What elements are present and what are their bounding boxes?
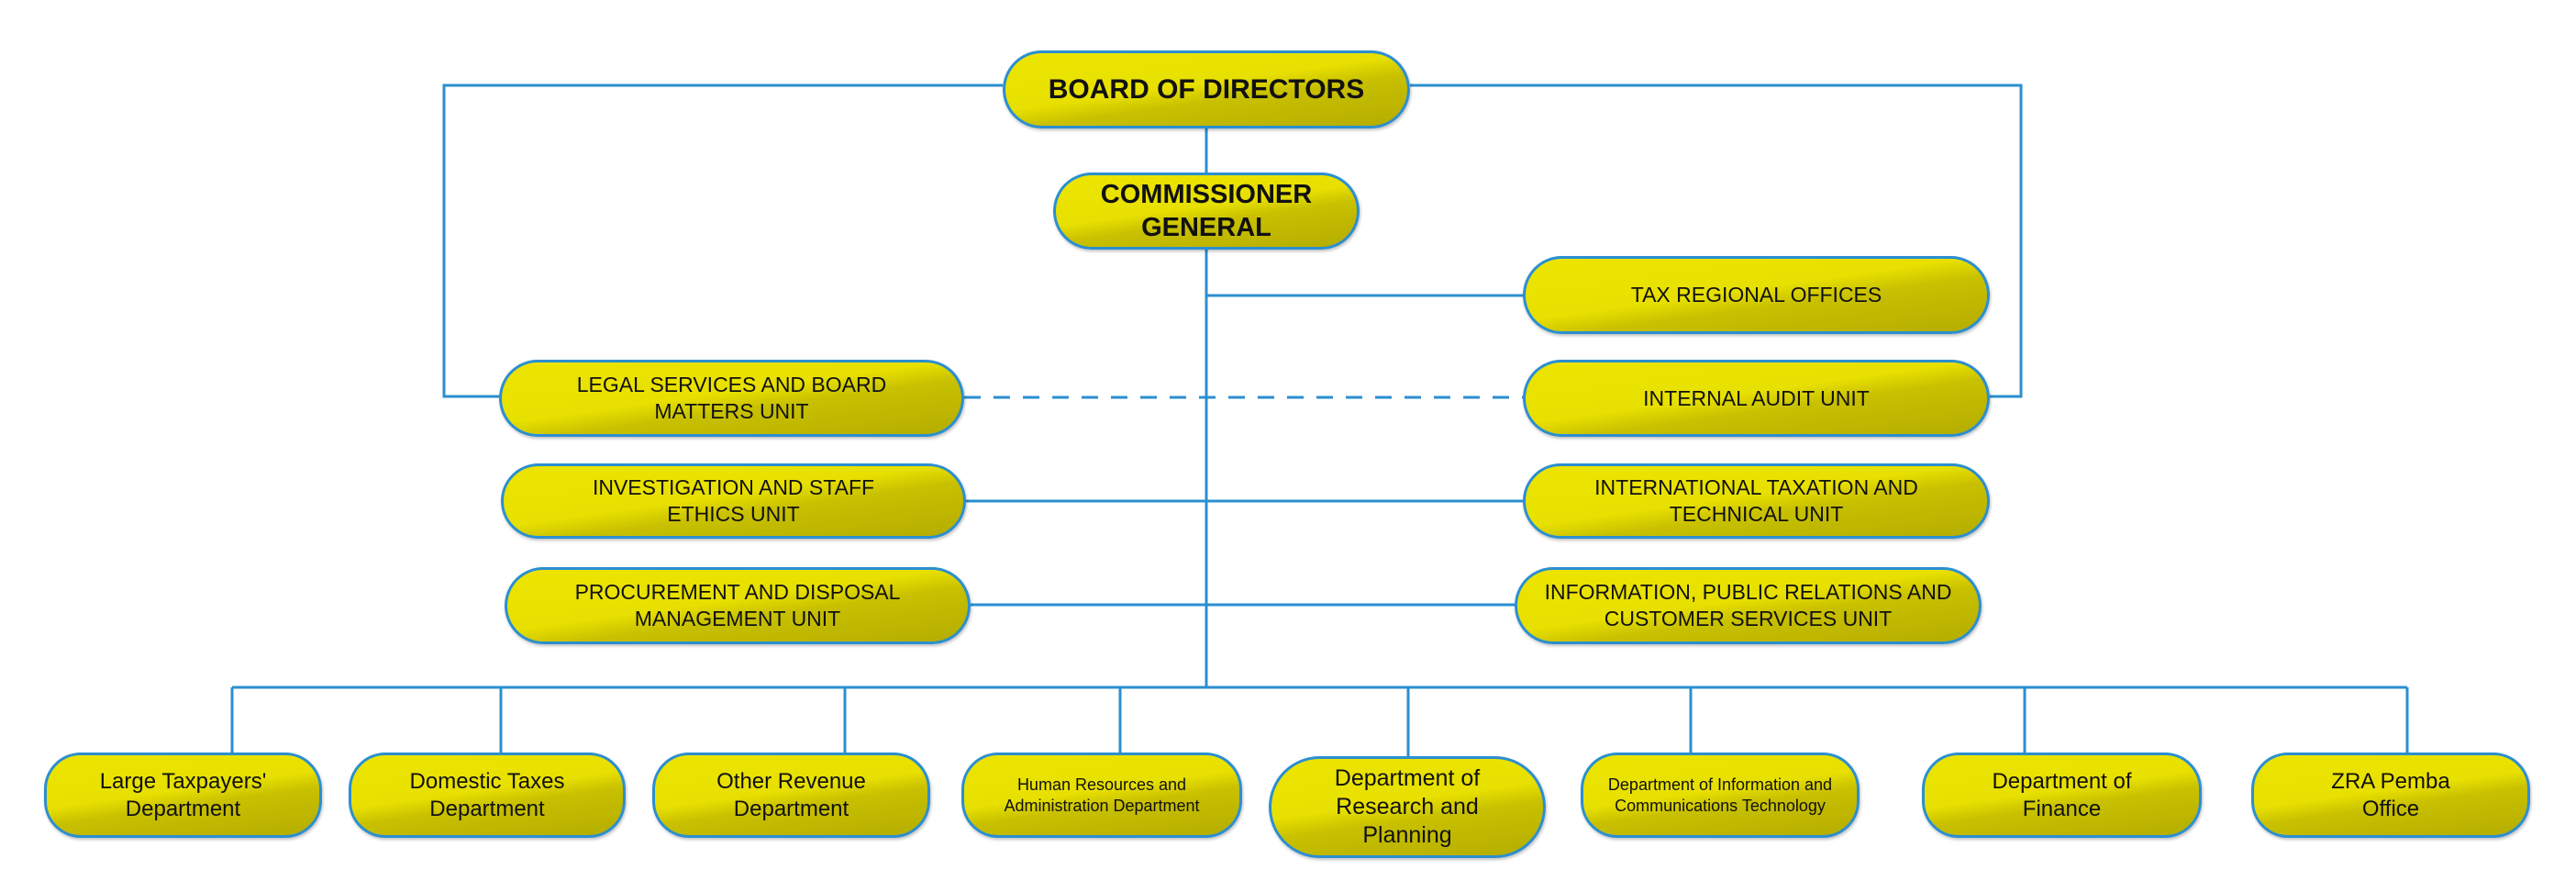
international-taxation-box: INTERNATIONAL TAXATION AND TECHNICAL UNI… (1523, 463, 1990, 539)
connector-board-audit (1410, 84, 2023, 398)
zra-pemba-office: ZRA Pemba Office (2251, 753, 2530, 838)
dept-large-taxpayers: Large Taxpayers' Department (44, 753, 322, 838)
information-pr-box: INFORMATION, PUBLIC RELATIONS AND CUSTOM… (1515, 567, 1982, 644)
dept-finance: Department of Finance (1922, 753, 2202, 838)
dept-domestic-taxes: Domestic Taxes Department (349, 753, 626, 838)
investigation-ethics-box: INVESTIGATION AND STAFF ETHICS UNIT (501, 463, 966, 539)
dept-ict: Department of Information and Communicat… (1581, 753, 1860, 838)
dept-other-revenue: Other Revenue Department (652, 753, 930, 838)
dept-research-planning: Department of Research and Planning (1269, 756, 1546, 858)
procurement-box: PROCUREMENT AND DISPOSAL MANAGEMENT UNIT (505, 567, 971, 644)
internal-audit-box: INTERNAL AUDIT UNIT (1523, 360, 1990, 437)
board-of-directors-box: BOARD OF DIRECTORS (1003, 50, 1410, 128)
commissioner-general-box: COMMISSIONER GENERAL (1053, 173, 1360, 250)
tax-regional-offices-box: TAX REGIONAL OFFICES (1523, 256, 1990, 334)
legal-services-box: LEGAL SERVICES AND BOARD MATTERS UNIT (499, 360, 964, 437)
dept-human-resources: Human Resources and Administration Depar… (961, 753, 1242, 838)
connector-board-legal (442, 84, 1003, 398)
